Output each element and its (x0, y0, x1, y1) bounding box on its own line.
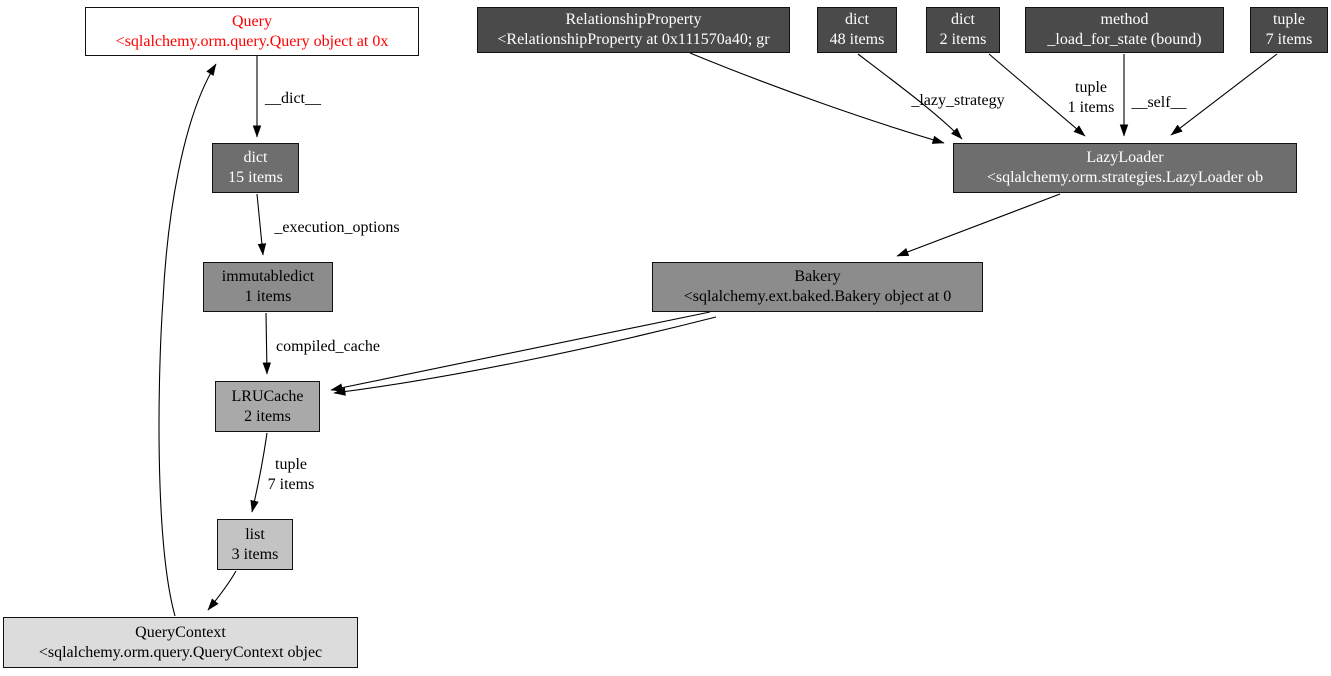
node-query-context: QueryContext <sqlalchemy.orm.query.Query… (3, 617, 358, 668)
edge-relationshipproperty-to-lazyloader (689, 52, 945, 144)
edge-immutabledict-to-lrucache (262, 312, 272, 375)
node-immutabledict-label: immutabledict 1 items (221, 268, 315, 305)
node-relationship-property-label: RelationshipProperty <RelationshipProper… (497, 11, 770, 48)
node-lazy-loader-label: LazyLoader <sqlalchemy.orm.strategies.La… (986, 149, 1264, 186)
node-method-load-for-state-label: method _load_for_state (bound) (1047, 11, 1202, 48)
node-relationship-property: RelationshipProperty <RelationshipProper… (477, 7, 790, 53)
node-lazy-loader: LazyLoader <sqlalchemy.orm.strategies.La… (953, 143, 1297, 193)
edge-label-tuple-7-items: tuple 7 items (267, 456, 315, 493)
edge-label-dict-attr: __dict__ (265, 90, 321, 107)
edge-dict2-to-lazyloader (988, 53, 1086, 137)
node-query: Query <sqlalchemy.orm.query.Query object… (85, 7, 419, 56)
node-tuple-7-items-label: tuple 7 items (1265, 11, 1313, 48)
node-query-context-label: QueryContext <sqlalchemy.orm.query.Query… (38, 623, 323, 661)
node-method-load-for-state: method _load_for_state (bound) (1025, 7, 1224, 53)
edge-dict15-to-immutabledict (256, 193, 267, 256)
edge-label-self-attr: __self__ (1131, 94, 1187, 111)
node-tuple-7-items: tuple 7 items (1250, 7, 1328, 53)
node-dict-48-items: dict 48 items (817, 7, 897, 53)
edge-label-execution-options: _execution_options (274, 219, 400, 236)
node-immutabledict: immutabledict 1 items (203, 262, 333, 312)
node-query-label: Query <sqlalchemy.orm.query.Query object… (115, 12, 389, 50)
edge-tuple7-to-lazyloader (1170, 53, 1278, 136)
edge-label-lazy-strategy: _lazy_strategy (911, 92, 1005, 109)
node-dict-15-items-label: dict 15 items (228, 149, 283, 186)
node-dict-15-items: dict 15 items (212, 143, 299, 193)
edge-bakery-to-lrucache (330, 311, 711, 392)
node-dict-2-items: dict 2 items (926, 7, 1000, 53)
node-list-3-items: list 3 items (217, 519, 293, 570)
edge-list-to-querycontext (207, 570, 237, 611)
node-bakery-label: Bakery <sqlalchemy.ext.baked.Bakery obje… (683, 268, 952, 305)
edge-querycontext-to-query (158, 63, 217, 617)
node-list-3-items-label: list 3 items (231, 525, 279, 563)
node-dict-48-items-label: dict 48 items (829, 11, 885, 48)
node-bakery: Bakery <sqlalchemy.ext.baked.Bakery obje… (652, 262, 983, 312)
edge-dict48-to-lazyloader (857, 53, 963, 140)
node-lru-cache-label: LRUCache 2 items (231, 387, 304, 425)
edge-lrucache-to-list (250, 432, 268, 513)
edge-label-tuple-1-items: tuple 1 items (1067, 79, 1115, 116)
node-lru-cache: LRUCache 2 items (215, 381, 320, 432)
edge-lazyloader-to-bakery (896, 193, 1061, 257)
edge-label-compiled-cache: compiled_cache (276, 338, 380, 355)
node-dict-2-items-label: dict 2 items (939, 11, 987, 48)
edge-bakery-to-lrucache-2 (333, 316, 717, 396)
